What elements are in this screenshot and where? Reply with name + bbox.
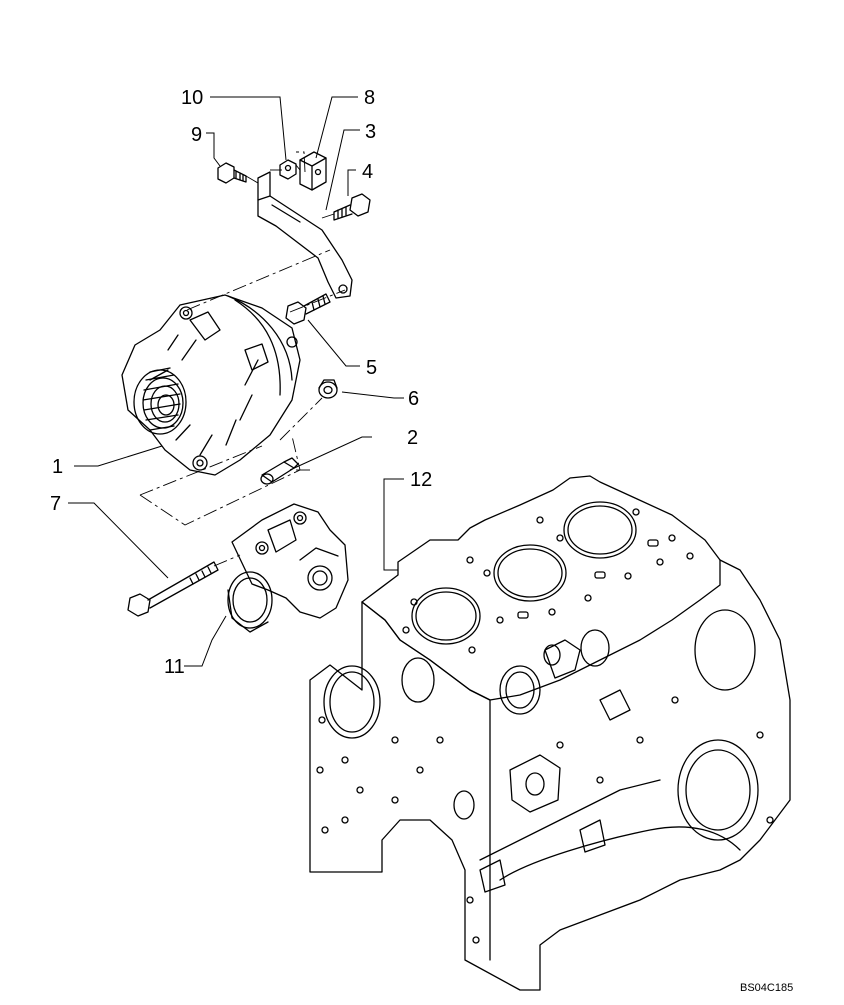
engine-block-drawing	[309, 475, 791, 991]
callout-12: 12	[410, 469, 432, 491]
leader-lines	[68, 96, 404, 667]
alternator-drawing	[121, 294, 301, 476]
nut-drawing	[279, 159, 297, 180]
bracket-drawing	[257, 171, 353, 299]
bolt-4-drawing	[333, 193, 371, 221]
screw-9-drawing	[217, 162, 247, 184]
callout-5: 5	[366, 357, 377, 379]
callout-7: 7	[50, 493, 61, 515]
mounting-bracket-11-drawing	[227, 503, 349, 633]
callout-9: 9	[191, 124, 202, 146]
bushing-6-drawing	[318, 379, 338, 399]
long-bolt-7-drawing	[127, 561, 219, 617]
callout-2: 2	[407, 427, 418, 449]
callout-6: 6	[408, 388, 419, 410]
callout-1: 1	[52, 456, 63, 478]
callout-4: 4	[362, 161, 373, 183]
callout-10: 10	[181, 87, 203, 109]
drawing-reference: BS04C185	[740, 982, 793, 994]
callout-8: 8	[364, 87, 375, 109]
clamp-block-drawing	[299, 151, 327, 191]
callout-11: 11	[164, 656, 185, 678]
assembly-guide-lines	[139, 151, 346, 567]
callout-3: 3	[365, 121, 376, 143]
